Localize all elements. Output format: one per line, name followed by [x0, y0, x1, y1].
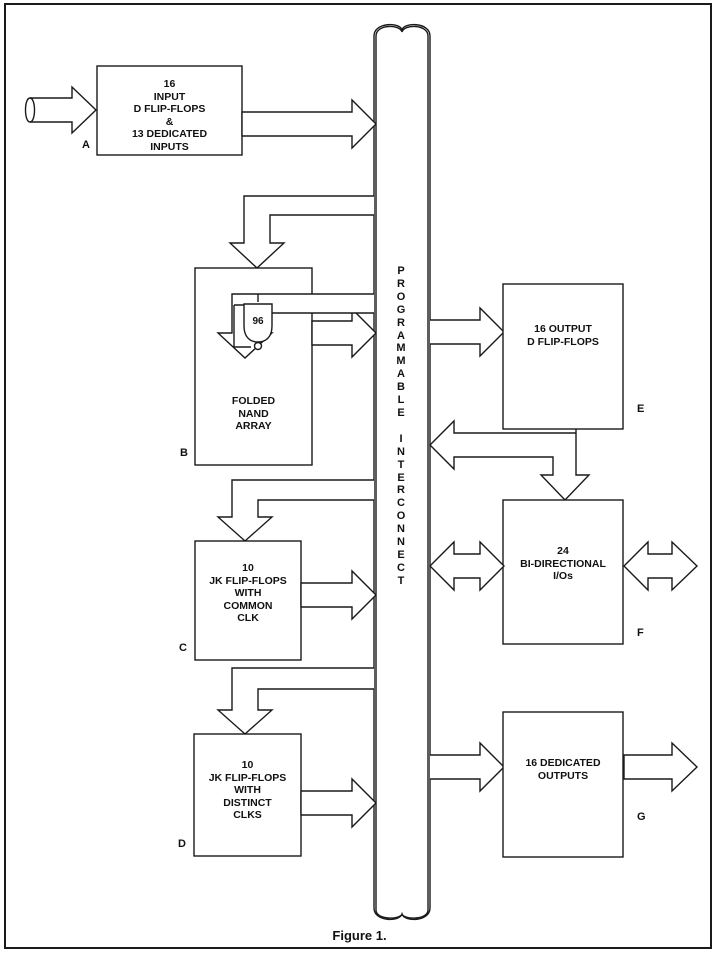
block-g-label: 16 DEDICATED OUTPUTS	[525, 757, 601, 782]
input-pipe	[24, 85, 98, 135]
block-a-tag: A	[82, 139, 90, 151]
arrow-bus-to-c-lower	[216, 479, 374, 542]
block-g	[502, 711, 624, 858]
nand-gate-symbol	[233, 294, 273, 351]
block-c-label: 10 JK FLIP-FLOPS WITH COMMON CLK	[209, 562, 287, 624]
interconnect-bus-front	[375, 25, 429, 919]
block-e-label: 16 OUTPUT D FLIP-FLOPS	[527, 323, 599, 348]
arrow-bus-f-bidirectional	[429, 540, 505, 592]
arrow-bus-to-b	[228, 195, 374, 269]
figure-caption: Figure 1.	[332, 928, 387, 943]
block-f-tag: F	[637, 627, 644, 639]
block-a-label: 16 INPUT D FLIP-FLOPS & 13 DEDICATED INP…	[131, 78, 208, 153]
figure-frame	[4, 3, 712, 949]
block-d-tag: D	[178, 838, 186, 850]
block-d-label: 10 JK FLIP-FLOPS WITH DISTINCT CLKS	[208, 759, 287, 821]
arrow-d-to-bus	[300, 777, 377, 829]
arrow-f-external-bidirectional	[623, 540, 699, 592]
arrow-bus-to-e	[430, 306, 505, 358]
block-c-tag: C	[179, 642, 187, 654]
input-pipe-end	[29, 97, 36, 123]
block-b-label: FOLDED NAND ARRAY	[231, 395, 276, 432]
nand-gate-value: 96	[252, 316, 264, 327]
arrow-g-output	[623, 741, 699, 793]
block-a	[96, 65, 243, 156]
arrow-bus-to-g	[430, 741, 505, 793]
arrow-a-to-bus	[241, 98, 377, 150]
block-f-label: 24 BI-DIRECTIONAL I/Os	[520, 545, 606, 582]
arrow-e-to-bus-and-f	[429, 419, 591, 502]
block-e-tag: E	[637, 403, 645, 415]
block-e	[502, 283, 624, 430]
block-b-tag: B	[180, 447, 188, 459]
block-c-box	[194, 540, 302, 661]
block-g-tag: G	[637, 811, 646, 823]
arrow-b-to-bus	[311, 307, 377, 359]
block-f	[502, 499, 624, 645]
arrow-c-to-bus	[300, 569, 377, 621]
block-d	[193, 733, 302, 857]
arrow-bus-to-d	[216, 667, 374, 735]
